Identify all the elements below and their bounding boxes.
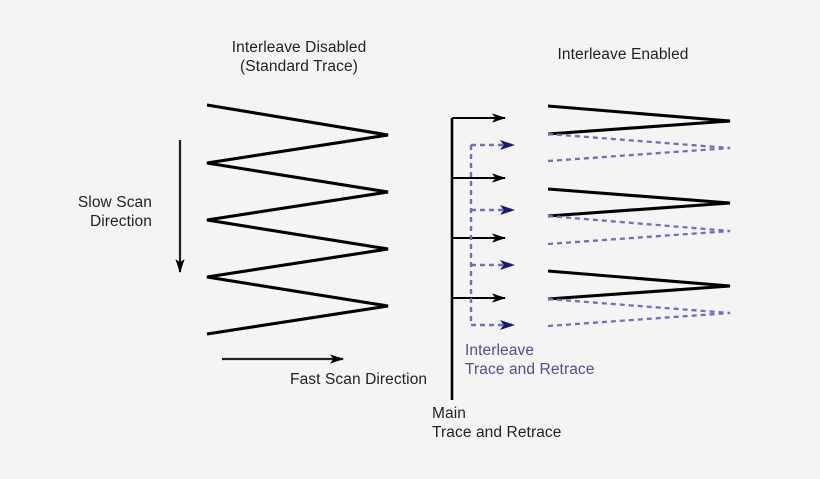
standard-trace-zigzag <box>206 103 389 336</box>
panel-title-interleave-disabled: Interleave Disabled (Standard Trace) <box>231 39 367 75</box>
panel-title-interleave-enabled: Interleave Enabled <box>557 46 689 63</box>
interleave-main-traces <box>547 104 731 301</box>
interleave-secondary-traces <box>547 132 731 328</box>
legend-interleave-trace-label: Interleave Trace and Retrace <box>465 342 595 378</box>
slow-scan-direction-label: Slow Scan Direction <box>77 194 152 230</box>
legend-main-bracket <box>450 113 506 400</box>
fast-scan-direction-label: Fast Scan Direction <box>290 371 428 388</box>
legend-main-trace-label: Main Trace and Retrace <box>432 405 562 441</box>
legend-interleave-bracket <box>469 140 515 330</box>
